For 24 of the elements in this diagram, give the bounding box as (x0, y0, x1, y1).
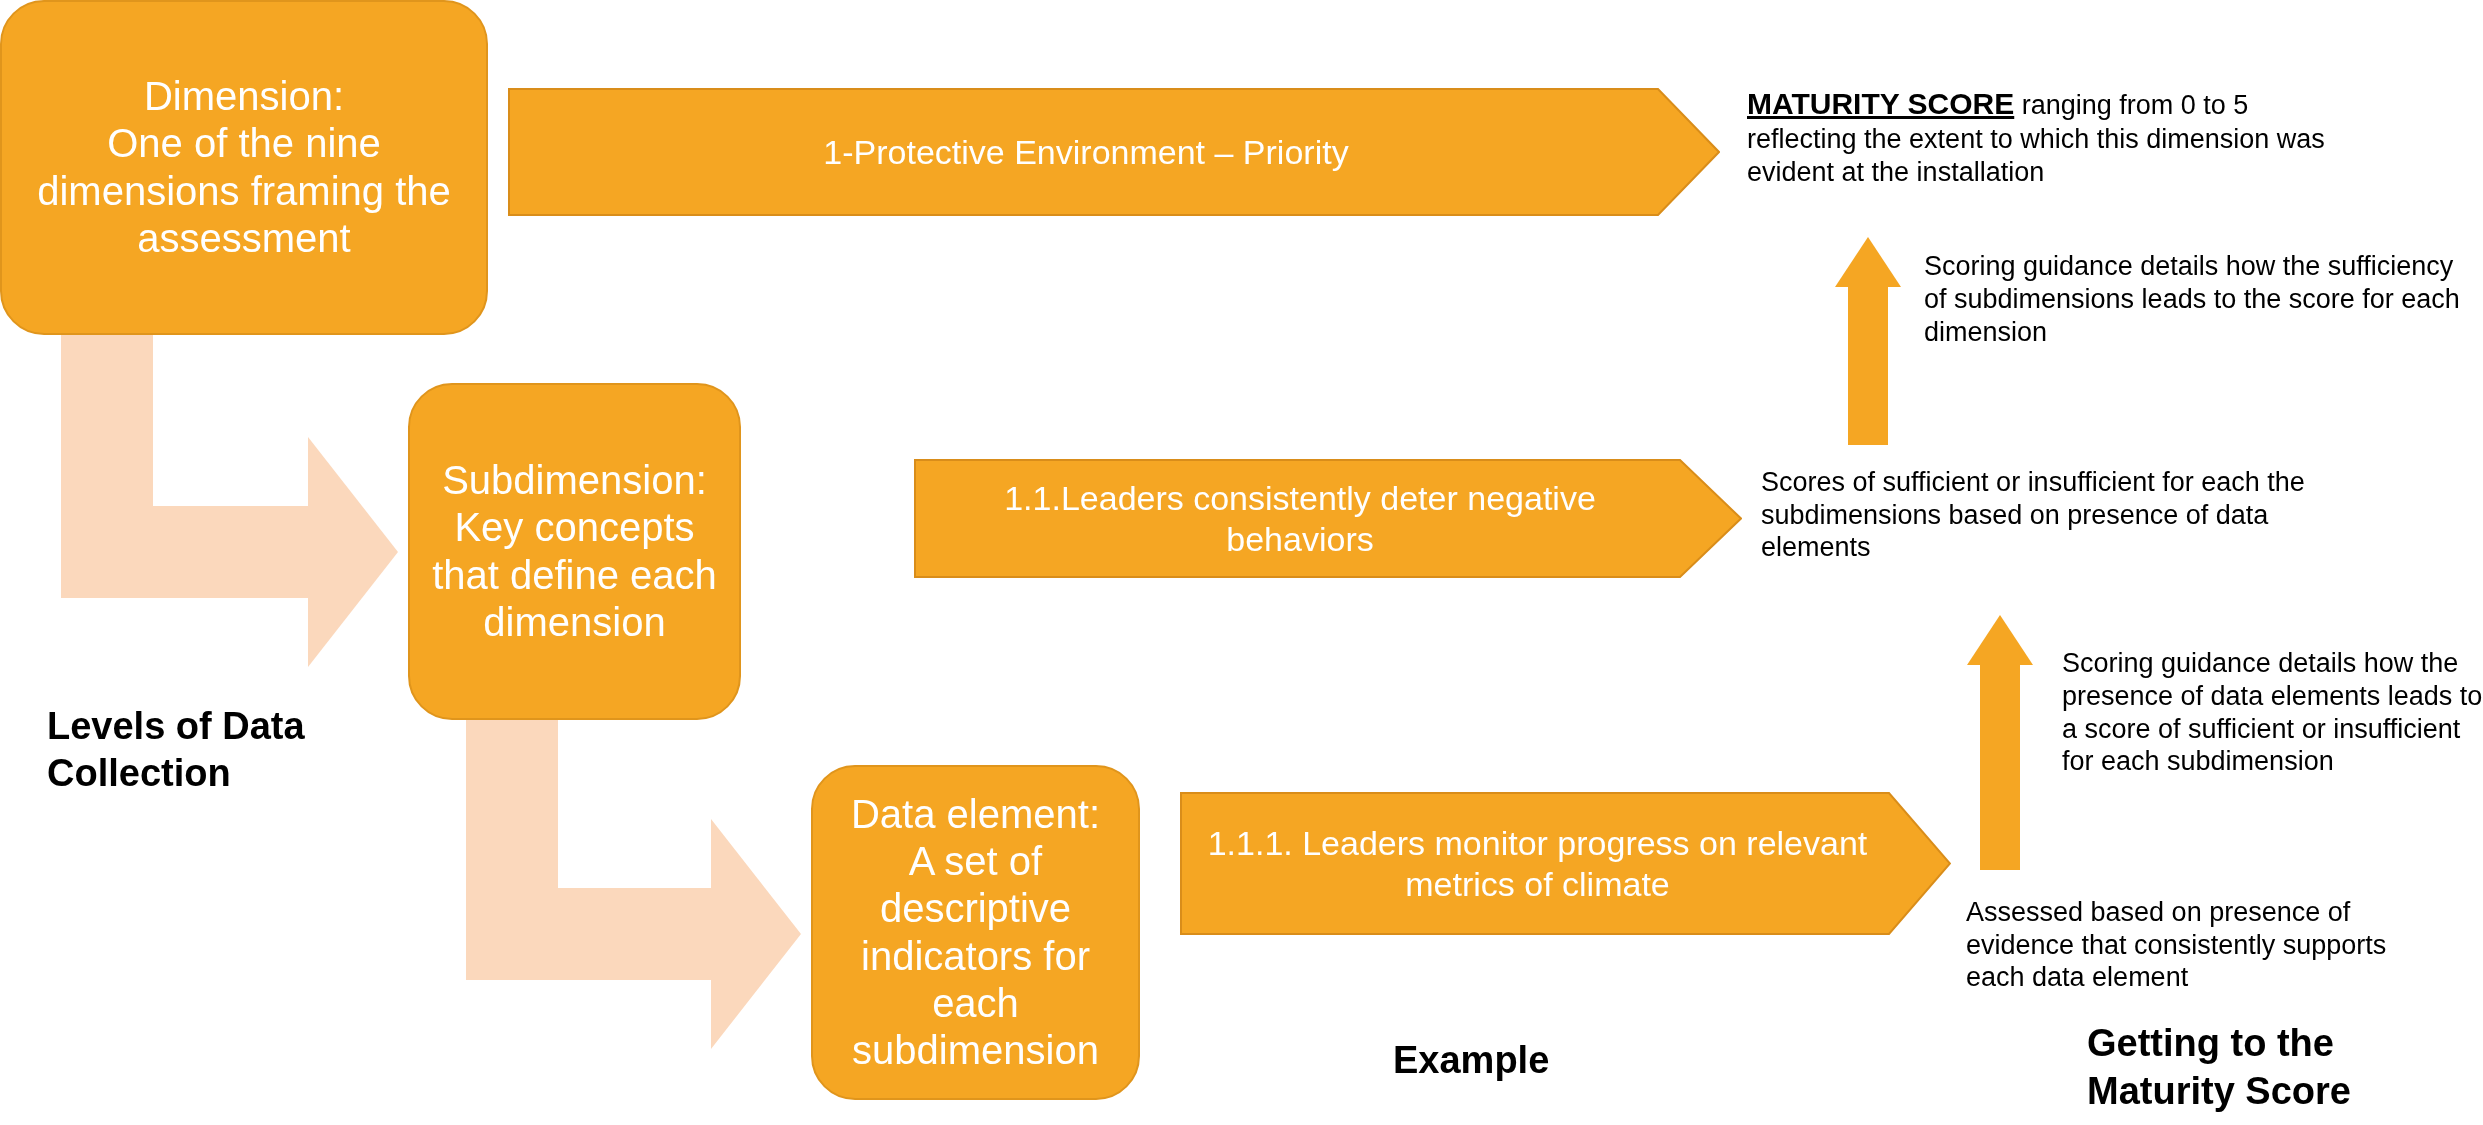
box-heading: Data element: (851, 790, 1100, 838)
block-arrow (1835, 237, 1901, 445)
description-text: MATURITY SCORE ranging from 0 to 5 reflecting the extent to which this dimension was evident at the installation (1747, 86, 2326, 189)
box-heading: Subdimension: (442, 457, 707, 505)
section-label: Example (1393, 1038, 1550, 1084)
box-description: A set of descriptive indicators for each subdimension (851, 838, 1100, 1074)
pentagon-arrow (914, 459, 1742, 578)
arrow-text: 1.1.1. Leaders monitor progress on relevant metrics of climate (1206, 822, 1869, 905)
block-arrow (1967, 615, 2033, 870)
description-text: Scores of sufficient or insufficient for each the subdimensions based on presence of data elements (1761, 465, 2306, 565)
box-heading: Dimension: (143, 73, 345, 121)
box-description: One of the nine dimensions framing the assessment (36, 120, 452, 262)
rounded-box (408, 383, 741, 720)
block-arrow (61, 335, 398, 667)
description-text: Assessed based on presence of evidence that consistently supports each data element (1966, 895, 2388, 995)
section-label: Levels of Data Collection (47, 703, 306, 796)
box-description: Key concepts that define each dimension (431, 504, 718, 646)
arrow-text: 1.1.Leaders consistently deter negative behaviors (1003, 477, 1597, 560)
block-arrow (466, 720, 801, 1049)
section-label: Getting to the Maturity Score (2087, 1021, 2352, 1114)
rounded-box (0, 0, 488, 335)
arrow-text: 1-Protective Environment – Priority (823, 131, 1349, 173)
pentagon-arrow (1180, 792, 1951, 935)
rounded-box (811, 765, 1140, 1100)
